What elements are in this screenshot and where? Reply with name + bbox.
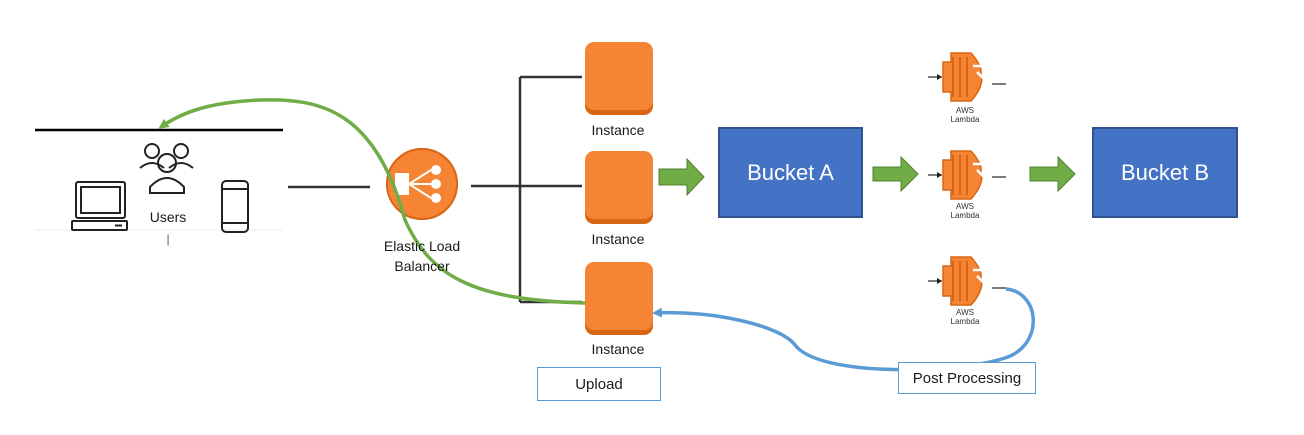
elb-label: Elastic Load Balancer [362, 236, 482, 276]
bucket-b: Bucket B [1092, 127, 1238, 218]
instance-icon-1 [585, 42, 653, 115]
upload-note: Upload [537, 367, 661, 401]
instance-label-2: Instance [591, 231, 645, 247]
bucket-a: Bucket A [718, 127, 863, 218]
lambda-label-1-line1: AWS [956, 106, 974, 115]
response-arrow [158, 98, 586, 305]
elb-label-line1: Elastic Load [383, 238, 461, 254]
users-icon [139, 143, 194, 194]
lambda-icon-1 [928, 52, 1006, 102]
elb-label-line2: Balancer [394, 258, 450, 274]
lambda-label-3-line2: Lambda [950, 317, 980, 326]
lambda-icon-2 [928, 150, 1006, 200]
instance-label-1: Instance [591, 122, 645, 138]
phone-icon [221, 180, 249, 233]
instance-icon-2 [585, 151, 653, 224]
arrow-bucket-a-to-lambda [872, 155, 919, 193]
lambda-label-3-line1: AWS [956, 308, 974, 317]
lambda-label-2-line1: AWS [956, 202, 974, 211]
green-block-arrows [658, 155, 1076, 197]
elb-instance-connectors [471, 75, 582, 304]
users-label: Users [149, 209, 187, 225]
laptop-icon [71, 181, 128, 231]
lambda-label-1-line2: Lambda [950, 115, 980, 124]
lambda-label-1: AWS Lambda [945, 106, 985, 124]
lambda-label-2: AWS Lambda [945, 202, 985, 220]
post-processing-note: Post Processing [898, 362, 1036, 394]
arrow-lambda-to-bucket-b [1029, 155, 1076, 193]
arrow-instance-to-bucket-a [658, 157, 705, 197]
lambda-icon-3 [928, 256, 1006, 306]
instance-label-3: Instance [591, 341, 645, 357]
instance-icon-3 [585, 262, 653, 335]
lambda-label-2-line2: Lambda [950, 211, 980, 220]
elb-icon [386, 148, 458, 220]
post-processing-arrow [652, 287, 1035, 372]
text-cursor: | [166, 232, 170, 246]
lambda-label-3: AWS Lambda [945, 308, 985, 326]
